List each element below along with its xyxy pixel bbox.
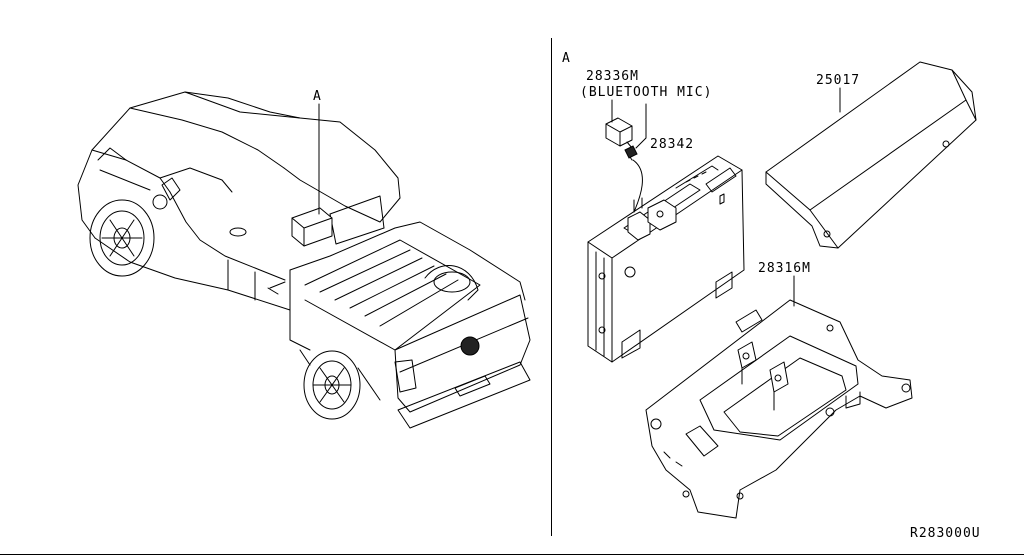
bracket-part-number-label: 28316M: [758, 261, 811, 276]
mic-part-name-label: (BLUETOOTH MIC): [580, 85, 713, 100]
truck-illustration: [0, 0, 552, 560]
bluetooth-mic-drawing: [606, 100, 646, 160]
drawing-code-label: R283000U: [910, 526, 981, 541]
cover-part-number-label: 25017: [816, 73, 861, 88]
control-unit-part-number-label: 28342: [650, 137, 695, 152]
detail-ref-label: A: [562, 51, 571, 66]
cover-drawing: [766, 62, 976, 248]
control-unit-drawing: [588, 156, 744, 362]
panel-divider: [551, 38, 552, 536]
truck-view-ref-label: A: [313, 89, 322, 104]
bracket-drawing: [646, 276, 912, 518]
bottom-rule: [0, 554, 1024, 555]
mic-part-number-label: 28336M: [586, 69, 639, 84]
